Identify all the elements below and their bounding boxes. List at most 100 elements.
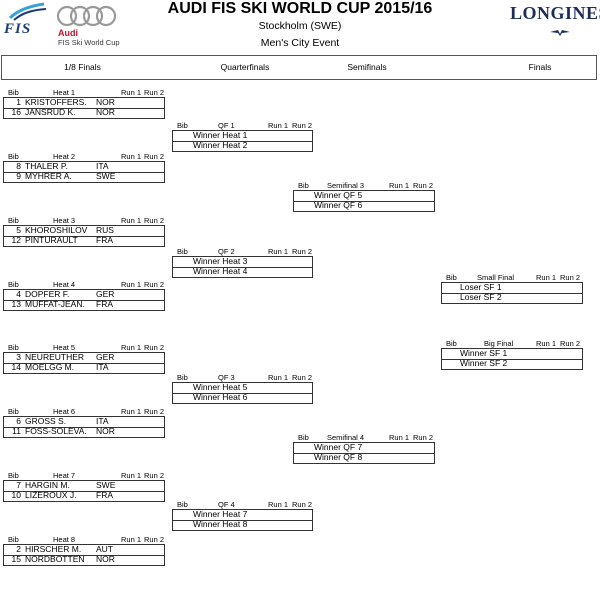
bib-column-label: Bib bbox=[177, 373, 188, 382]
run2-column-label: Run 2 bbox=[292, 121, 313, 130]
bib-number: 11 bbox=[12, 426, 21, 436]
bib-number: 14 bbox=[11, 362, 21, 372]
competitor-row: Winner Heat 7 bbox=[173, 509, 312, 520]
advancing-slot: Winner SF 2 bbox=[460, 358, 508, 368]
athlete-name: THALER P. bbox=[25, 161, 68, 171]
advancing-slot: Winner Heat 4 bbox=[193, 266, 248, 276]
bib-number: 9 bbox=[16, 171, 21, 181]
run2-column-label: Run 2 bbox=[144, 88, 165, 97]
athlete-name: MOELGG M. bbox=[25, 362, 75, 372]
heat-name: Heat 5 bbox=[53, 343, 76, 352]
quarterfinal-name: QF 3 bbox=[218, 373, 235, 382]
athlete-name: NEUREUTHER bbox=[25, 352, 85, 362]
athlete-name: GROSS S. bbox=[25, 416, 67, 426]
run1-column-label: Run 1 bbox=[121, 535, 142, 544]
row-divider bbox=[173, 393, 312, 394]
advancing-slot: Winner QF 8 bbox=[314, 452, 363, 462]
row-divider bbox=[173, 520, 312, 521]
run1-column-label: Run 1 bbox=[121, 216, 142, 225]
round-header-finals: Finals bbox=[528, 62, 552, 72]
athlete-name: FOSS-SOLEVA. bbox=[25, 426, 87, 436]
run2-column-label: Run 2 bbox=[144, 280, 165, 289]
athlete-name: LIZEROUX J. bbox=[25, 490, 77, 500]
advancing-slot: Loser SF 1 bbox=[460, 282, 502, 292]
run1-column-label: Run 1 bbox=[121, 407, 142, 416]
run2-column-label: Run 2 bbox=[144, 407, 165, 416]
advancing-slot: Winner Heat 8 bbox=[193, 519, 248, 529]
heat-name: Heat 8 bbox=[53, 535, 76, 544]
competitor-row: Winner SF 1 bbox=[442, 348, 582, 359]
advancing-slot: Winner Heat 3 bbox=[193, 256, 248, 266]
bib-number: 8 bbox=[16, 161, 21, 171]
heat-name: Heat 4 bbox=[53, 280, 76, 289]
nation-code: NOR bbox=[96, 97, 115, 107]
nation-code: FRA bbox=[96, 235, 113, 245]
bib-number: 10 bbox=[11, 490, 21, 500]
nation-code: RUS bbox=[96, 225, 114, 235]
nation-code: ITA bbox=[96, 161, 109, 171]
semifinal-name: Semifinal 4 bbox=[327, 433, 365, 442]
bib-column-label: Bib bbox=[177, 500, 188, 509]
nation-code: NOR bbox=[96, 554, 115, 564]
run1-column-label: Run 1 bbox=[121, 280, 142, 289]
heat-name: Heat 6 bbox=[53, 407, 76, 416]
bib-column-label: Bib bbox=[8, 471, 19, 480]
bib-number: 2 bbox=[16, 544, 21, 554]
bib-column-label: Bib bbox=[8, 88, 19, 97]
row-divider bbox=[4, 427, 164, 428]
run1-column-label: Run 1 bbox=[389, 433, 410, 442]
competitor-row: Winner Heat 1 bbox=[173, 130, 312, 141]
competitor-row: Winner QF 5 bbox=[294, 190, 434, 201]
nation-code: AUT bbox=[96, 544, 113, 554]
bib-column-label: Bib bbox=[446, 273, 457, 282]
nation-code: NOR bbox=[96, 426, 115, 436]
advancing-slot: Winner QF 6 bbox=[314, 200, 363, 210]
competitor-row: 11 FOSS-SOLEVA. NOR bbox=[4, 426, 164, 437]
bib-number: 12 bbox=[11, 235, 21, 245]
run1-column-label: Run 1 bbox=[268, 121, 289, 130]
competitor-row: Winner Heat 5 bbox=[173, 382, 312, 393]
bib-number: 5 bbox=[16, 225, 21, 235]
bib-column-label: Bib bbox=[8, 343, 19, 352]
athlete-name: MUFFAT-JEAN. bbox=[25, 299, 85, 309]
bib-number: 15 bbox=[11, 554, 21, 564]
competitor-row: Winner Heat 2 bbox=[173, 140, 312, 151]
bib-number: 13 bbox=[11, 299, 21, 309]
bib-column-label: Bib bbox=[8, 535, 19, 544]
final-name: Small Final bbox=[477, 273, 515, 282]
semifinal-name: Semifinal 3 bbox=[327, 181, 365, 190]
run2-column-label: Run 2 bbox=[144, 535, 165, 544]
